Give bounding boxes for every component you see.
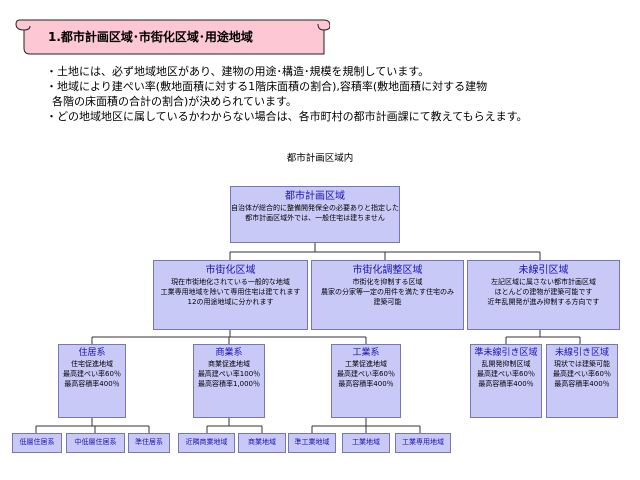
node-line: 市街化を抑制する区域 [352, 278, 423, 286]
node-line: 最高容積率400％ [554, 380, 610, 388]
node-line: 乱開発抑制区域 [481, 360, 531, 368]
node-line: 12の用途地域に分かれます [187, 298, 274, 306]
node-jun-misenbiki-kuiki: 準未線引き区域 乱開発抑制区域 最高建ぺい率60％ 最高容積率400％ [470, 344, 542, 418]
bullet-3: ・どの地域地区に属しているかわからない場合は、各市町村の都市計画課にて教えてもら… [46, 110, 528, 123]
leaf-kinrin-shogyo: 近隣商業地域 [178, 433, 235, 453]
node-shigaika-chousei-kuiki: 市街化調整区域 市街化を抑制する区域 農家の分家等一定の用件を満たす住宅のみ 建… [311, 260, 464, 330]
node-shigaika-kuiki: 市街化区域 現在市街地化されている一般的な地域 工業専用地域を除いて専用住宅は建… [153, 260, 308, 330]
node-title: 商業系 [215, 348, 243, 358]
node-line: 工業促進地域 [345, 360, 387, 368]
node-line: 都市計画区域外では、一般住宅は建ちません [245, 214, 385, 222]
leaf-shogyo: 商業地域 [238, 433, 286, 453]
node-line: 工業専用地域を除いて専用住宅は建てれます [160, 288, 301, 296]
leaf-kogyo: 工業地域 [342, 433, 390, 453]
leaf-jun-kogyo: 準工業地域 [288, 433, 336, 453]
node-line: 建築可能 [373, 298, 402, 306]
node-line: 左記区域に属さない都市計画区域 [491, 278, 596, 286]
node-line: 商業促進地域 [208, 360, 250, 368]
scroll-banner-shape [15, 19, 330, 55]
node-line: 最高建ぺい率100％ [197, 370, 261, 378]
bullet-2a: ・地域により建ぺい率(敷地面積に対する1階床面積の割合),容積率(敷地面積に対す… [46, 80, 488, 93]
node-misenbiki-kuiki: 未線引区域 左記区域に属さない都市計画区域 ほとんどの建物が建築可能です 近年乱… [467, 260, 620, 330]
diagram-caption: 都市計画区域内 [286, 153, 354, 164]
node-title: 準未線引き区域 [474, 348, 538, 358]
node-line: 近年乱開発が進み抑制する方向です [487, 298, 600, 306]
title-banner: 1.都市計画区域･市街化区域･用途地域 [12, 14, 330, 58]
node-line: ほとんどの建物が建築可能です [494, 288, 593, 296]
node-line: 最高容積率400％ [338, 380, 394, 388]
node-line: 最高建ぺい率60％ [337, 370, 395, 378]
node-line: 最高建ぺい率60％ [553, 370, 611, 378]
node-line: 自治体が総合的に整備開発保全の必要ありと指定した地域 [231, 204, 399, 212]
node-shogyo-kei: 商業系 商業促進地域 最高建ぺい率100％ 最高容積率1,000％ [193, 344, 265, 418]
leaf-chuteiso-jukyo: 中低層住居系 [66, 433, 125, 453]
node-line: 最高容積率400％ [64, 380, 120, 388]
node-title: 市街化調整区域 [352, 265, 423, 276]
intro-text: ・土地には、必ず地域地区があり、建物の用途･構造･規模を規制しています。 ・地域… [46, 64, 636, 124]
page-title: 1.都市計画区域･市街化区域･用途地域 [48, 30, 253, 44]
node-line: 最高容積率400％ [478, 380, 534, 388]
bullet-2b: 各階の床面積の合計の割合)が決められています。 [52, 95, 297, 108]
node-title: 未線引区域 [518, 265, 569, 276]
node-kogyo-kei: 工業系 工業促進地域 最高建ぺい率60％ 最高容積率400％ [331, 344, 401, 418]
node-title: 都市計画区域 [285, 191, 345, 202]
bullet-1: ・土地には、必ず地域地区があり、建物の用途･構造･規模を規制しています。 [46, 65, 430, 78]
node-toshi-keikaku-kuiki: 都市計画区域 自治体が総合的に整備開発保全の必要ありと指定した地域 都市計画区域… [230, 186, 400, 243]
leaf-teiso-jukyo: 低層住居系 [12, 433, 62, 453]
leaf-jun-jukyo: 準住居系 [128, 433, 170, 453]
node-jukyo-kei: 住居系 住宅促進地域 最高建ぺい率60％ 最高容積率400％ [58, 344, 126, 418]
leaf-kogyo-senyo: 工業専用地域 [395, 433, 451, 453]
node-misenbiki-kuiki-2: 未線引き区域 現状では建築可能 最高建ぺい率60％ 最高容積率400％ [546, 344, 618, 418]
node-title: 未線引き区域 [554, 348, 609, 358]
node-line: 最高建ぺい率60％ [63, 370, 121, 378]
node-line: 最高建ぺい率60％ [477, 370, 535, 378]
node-line: 現在市街地化されている一般的な地域 [171, 278, 290, 286]
node-title: 市街化区域 [205, 265, 256, 276]
node-line: 農家の分家等一定の用件を満たす住宅のみ [321, 288, 454, 296]
node-title: 住居系 [78, 348, 106, 358]
node-title: 工業系 [352, 348, 380, 358]
node-line: 住宅促進地域 [71, 360, 113, 368]
node-line: 最高容積率1,000％ [197, 380, 261, 388]
node-line: 現状では建築可能 [554, 360, 610, 368]
